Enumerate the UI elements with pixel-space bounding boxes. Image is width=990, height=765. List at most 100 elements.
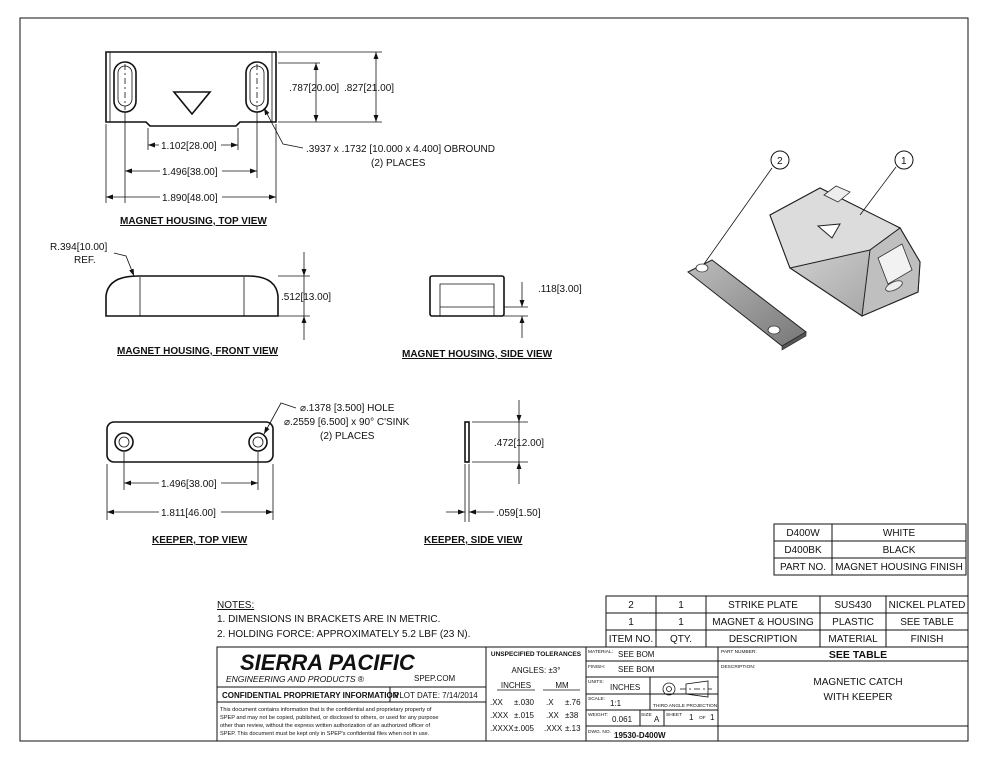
disclaimer-line3: other than review, without the express w… xyxy=(220,723,431,729)
housing-top-dim-labels xyxy=(159,139,222,203)
bom-row2-desc: MAGNET & HOUSING xyxy=(712,617,814,628)
tol-row2-in-val: ±.015 xyxy=(514,711,535,720)
bom-header-material: MATERIAL xyxy=(828,634,878,645)
bom-row1-material: SUS430 xyxy=(834,600,872,611)
desc-line1: MAGNETIC CATCH xyxy=(813,677,902,688)
of-value: 1 xyxy=(710,713,715,722)
finish-header-finish: MAGNET HOUSING FINISH xyxy=(835,562,963,573)
dwg-value: 19530-D400W xyxy=(614,731,666,740)
tol-row1-in-val: ±.030 xyxy=(514,698,535,707)
disclaimer-line4: SPEP. This document must be kept only in… xyxy=(220,731,430,737)
obround-note-line2: (2) PLACES xyxy=(371,158,426,169)
bom-row2-finish: SEE TABLE xyxy=(900,617,954,628)
company-sub: ENGINEERING AND PRODUCTS® xyxy=(226,674,365,684)
note-1: 1. DIMENSIONS IN BRACKETS ARE IN METRIC. xyxy=(217,614,440,625)
housing-top-view xyxy=(105,51,382,203)
tolerances-inches-label: INCHES xyxy=(501,681,531,690)
finish-value: SEE BOM xyxy=(618,665,655,674)
top-dim-overall: 1.890[48.00] xyxy=(162,193,218,204)
company-name: SIERRA PACIFIC xyxy=(240,650,416,675)
tol-row3-in: .XXXX xyxy=(490,724,514,733)
keeper-side-view xyxy=(446,400,528,522)
tolerances-heading: UNSPECIFIED TOLERANCES xyxy=(491,651,582,658)
finish-row1-finish: WHITE xyxy=(883,528,916,539)
front-dim-height: .512[13.00] xyxy=(281,292,331,303)
tol-row3-mm-val: ±.13 xyxy=(565,724,581,733)
front-radius: R.394[10.00] xyxy=(50,242,108,253)
units-label: UNITS: xyxy=(588,679,604,685)
size-value: A xyxy=(654,715,660,724)
keeper-side-dim-thick: .059[1.50] xyxy=(496,508,541,519)
bom-header-qty: QTY. xyxy=(670,634,692,645)
note-2: 2. HOLDING FORCE: APPROXIMATELY 5.2 LBF … xyxy=(217,629,470,640)
housing-front-view xyxy=(105,252,310,340)
bom-header-item: ITEM NO. xyxy=(609,634,653,645)
view-title-keeper-side: KEEPER, SIDE VIEW xyxy=(424,535,523,546)
housing-side-view xyxy=(429,275,528,338)
tol-row2-in: .XXX xyxy=(490,711,509,720)
material-value: SEE BOM xyxy=(618,650,655,659)
tol-row2-mm: .XX xyxy=(546,711,560,720)
disclaimer-line1: This document contains information that … xyxy=(220,707,432,713)
units-value: INCHES xyxy=(610,683,640,692)
tol-row2-mm-val: ±38 xyxy=(565,711,579,720)
part-label: PART NUMBER: xyxy=(721,649,757,655)
bom-table xyxy=(605,595,969,648)
size-label: SIZE xyxy=(641,712,652,718)
top-dim-total-height: .827[21.00] xyxy=(344,83,394,94)
sheet-value: 1 xyxy=(689,713,694,722)
keeper-side-dim-height: .472[12.00] xyxy=(494,438,544,449)
bom-row1-item: 2 xyxy=(628,600,634,611)
isometric-view xyxy=(687,150,921,351)
finish-row1-part: D400W xyxy=(786,528,820,539)
keeper-hole-line1: ⌀.1378 [3.500] HOLE xyxy=(300,403,395,414)
finish-row2-part: D400BK xyxy=(784,545,822,556)
of-label: OF xyxy=(699,715,706,721)
top-dim-slot: 1.496[38.00] xyxy=(162,167,218,178)
finish-row2-finish: BLACK xyxy=(883,545,916,556)
bom-row2-qty: 1 xyxy=(678,617,684,628)
keeper-dim-holes: 1.496[38.00] xyxy=(161,479,217,490)
tolerances-mm-label: MM xyxy=(555,681,569,690)
keeper-hole-line2: ⌀.2559 [6.500] x 90° C'SINK xyxy=(284,417,410,428)
bom-header-desc: DESCRIPTION xyxy=(729,634,797,645)
view-title-keeper-top: KEEPER, TOP VIEW xyxy=(152,535,248,546)
disclaimer-line2: SPEP and may not be copied, published, o… xyxy=(220,715,439,721)
tol-row3-mm: .XXX xyxy=(544,724,563,733)
finish-table xyxy=(773,523,967,576)
balloon-1: 1 xyxy=(901,156,907,167)
bom-row1-finish: NICKEL PLATED xyxy=(889,600,966,611)
company-website: SPEP.COM xyxy=(414,674,456,683)
weight-value: 0.061 xyxy=(612,715,633,724)
bom-row1-desc: STRIKE PLATE xyxy=(728,600,798,611)
desc-label: DESCRIPTION: xyxy=(721,664,755,670)
keeper-hole-line3: (2) PLACES xyxy=(320,431,375,442)
view-title-housing-side: MAGNET HOUSING, SIDE VIEW xyxy=(402,349,553,360)
projection-label: THIRD ANGLE PROJECTION xyxy=(653,703,718,709)
bom-row2-item: 1 xyxy=(628,617,634,628)
dwg-label: DWG. NO. xyxy=(588,729,611,735)
bom-header-finish: FINISH xyxy=(911,634,944,645)
notes-heading: NOTES: xyxy=(217,600,254,611)
tol-row1-mm-val: ±.76 xyxy=(565,698,581,707)
sheet-label: SHEET xyxy=(666,712,682,718)
obround-note-line1: .3937 x .1732 [10.000 x 4.400] OBROUND xyxy=(306,144,495,155)
desc-line2: WITH KEEPER xyxy=(824,692,893,703)
confidential-label: CONFIDENTIAL PROPRIETARY INFORMATION xyxy=(222,691,399,700)
view-title-housing-front: MAGNET HOUSING, FRONT VIEW xyxy=(117,346,279,357)
keeper-top-view xyxy=(106,402,297,520)
view-title-housing-top: MAGNET HOUSING, TOP VIEW xyxy=(120,216,267,227)
top-dim-height: .787[20.00] xyxy=(289,83,339,94)
top-dim-inner: 1.102[28.00] xyxy=(161,141,217,152)
material-label: MATERIAL: xyxy=(588,649,613,655)
balloon-2: 2 xyxy=(777,156,783,167)
bom-row2-material: PLASTIC xyxy=(832,617,874,628)
finish-label: FINISH: xyxy=(588,664,605,670)
part-value: SEE TABLE xyxy=(829,649,887,661)
front-radius-ref: REF. xyxy=(74,255,96,266)
keeper-top-dim-labels xyxy=(159,477,221,518)
plot-date: PLOT DATE: 7/14/2014 xyxy=(394,691,478,700)
keeper-dim-overall: 1.811[46.00] xyxy=(161,508,216,519)
finish-header-part: PART NO. xyxy=(780,562,826,573)
